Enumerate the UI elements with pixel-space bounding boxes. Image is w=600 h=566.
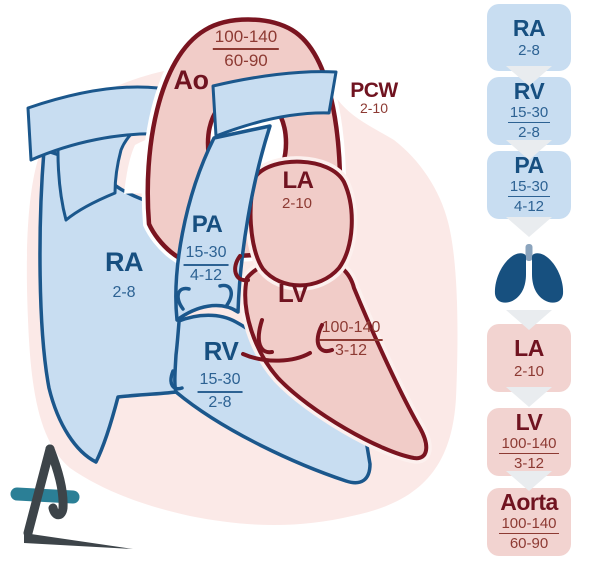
sidebar-pa-diastolic: 4-12 (513, 198, 545, 216)
sidebar-box-pa: PA 15-30 4-12 (487, 151, 571, 219)
tricuspid-pulmonic-valves (169, 283, 233, 391)
sidebar-aorta-diastolic: 60-90 (509, 535, 549, 553)
sidebar-ra-label: RA (512, 14, 546, 41)
brand-logo (10, 444, 133, 549)
left-atrium-shape (248, 159, 354, 288)
sidebar-ra-value: 2-8 (518, 42, 540, 60)
label-rv: RV (203, 336, 239, 366)
rv-diastolic: 2-8 (208, 394, 232, 411)
pressure-ra: 2-8 (112, 284, 136, 301)
ao-diastolic: 60-90 (224, 51, 268, 71)
pressure-pa: 15-30 4-12 (183, 243, 229, 286)
sidebar-box-rv: RV 15-30 2-8 (487, 77, 571, 145)
pa-systolic: 15-30 (183, 243, 229, 266)
label-ra: RA (105, 247, 144, 277)
sidebar-rv-diastolic: 2-8 (518, 124, 540, 142)
sidebar-rv-systolic: 15-30 (507, 104, 551, 124)
sidebar-box-la: LA 2-10 (487, 324, 571, 392)
label-pa: PA (191, 211, 223, 238)
label-la: LA (282, 167, 315, 194)
sidebar-lv-label: LV (515, 409, 543, 436)
lungs-icon (494, 244, 564, 303)
lv-diastolic: 3-12 (334, 342, 368, 359)
flow-sidebar: RA 2-8 RV 15-30 2-8 PA 15-30 4-12 LA 2-1… (487, 4, 573, 564)
sidebar-box-ra: RA 2-8 (487, 4, 571, 71)
sidebar-aorta-systolic: 100-140 (499, 515, 559, 535)
sidebar-lv-systolic: 100-140 (499, 435, 559, 455)
sidebar-aorta-label: Aorta (500, 489, 558, 516)
flow-arrow-down-icon (506, 387, 552, 407)
ao-systolic: 100-140 (212, 26, 280, 51)
sidebar-lungs (487, 244, 571, 310)
pressure-pcw: 2-10 (359, 100, 389, 116)
heart-diagram (10, 17, 458, 549)
pulmonary-trunk-shape (174, 124, 272, 322)
label-pcw: PCW (350, 79, 398, 102)
pressure-la: 2-10 (281, 195, 313, 212)
lv-systolic: 100-140 (319, 318, 383, 341)
sidebar-lv-diastolic: 3-12 (513, 455, 545, 473)
pa-diastolic: 4-12 (189, 267, 223, 284)
sidebar-la-value: 2-10 (513, 362, 545, 380)
pressure-ao: 100-140 60-90 (212, 26, 280, 72)
sidebar-la-label: LA (514, 335, 544, 362)
rv-systolic: 15-30 (197, 370, 243, 393)
sidebar-box-aorta: Aorta 100-140 60-90 (487, 488, 571, 556)
label-ao: Ao (173, 65, 210, 95)
label-lv: LV (277, 278, 309, 308)
pulmonary-branch-right (211, 70, 338, 138)
flow-arrow-down-icon (506, 217, 552, 237)
sidebar-pa-systolic: 15-30 (507, 178, 551, 198)
sidebar-box-lv: LV 100-140 3-12 (487, 408, 571, 476)
pressure-rv: 15-30 2-8 (197, 370, 243, 413)
mitral-aortic-valves (233, 254, 334, 363)
pressure-lv: 100-140 3-12 (319, 318, 383, 361)
